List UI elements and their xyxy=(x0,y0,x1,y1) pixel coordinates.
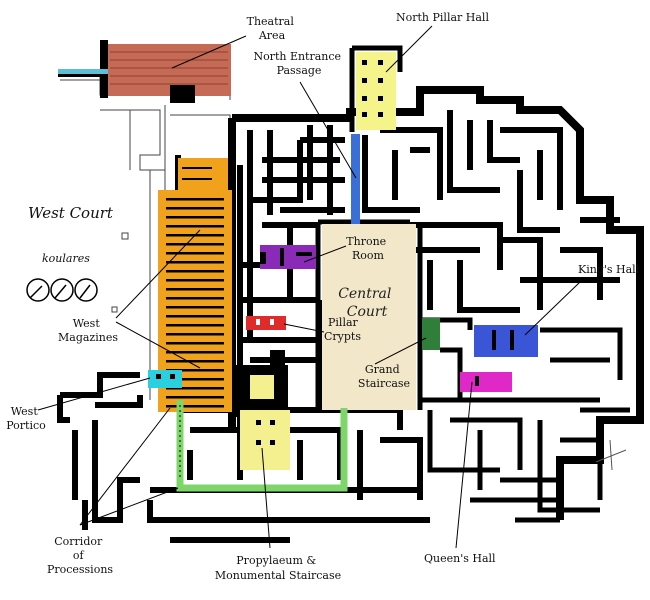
label-north-pillar-hall: North Pillar Hall xyxy=(396,11,489,24)
magazine-divider xyxy=(166,279,224,282)
magazine-divider xyxy=(166,297,224,300)
magazine-divider xyxy=(166,405,224,408)
magazine-divider xyxy=(166,225,224,228)
kings-hall xyxy=(474,325,538,357)
label-west-court: West Court xyxy=(28,204,114,222)
magazine-divider xyxy=(166,261,224,264)
magazine-divider xyxy=(166,324,224,327)
queens-hall xyxy=(460,372,512,392)
label-west-portico: West Portico xyxy=(6,405,46,432)
magazine-divider xyxy=(166,333,224,336)
magazine-divider xyxy=(166,351,224,354)
magazine-divider xyxy=(166,198,224,201)
pillar-crypts xyxy=(246,316,286,330)
grand-staircase xyxy=(422,318,440,350)
propylaeum xyxy=(240,375,290,470)
compass-icon xyxy=(595,439,627,471)
label-koulares: koulares xyxy=(42,252,90,265)
north-pillar-hall xyxy=(349,45,403,132)
magazine-divider xyxy=(166,378,224,381)
magazine-divider xyxy=(166,216,224,219)
magazine-divider xyxy=(166,315,224,318)
label-grand-staircase: Grand Staircase xyxy=(358,363,410,390)
magazine-divider xyxy=(166,252,224,255)
label-central-court: Central Court xyxy=(338,286,396,320)
label-kings-hall: King's Hall xyxy=(578,263,640,276)
label-leaders xyxy=(37,25,581,549)
magazine-divider xyxy=(166,306,224,309)
label-west-magazines: West Magazines xyxy=(58,317,118,344)
corridor-of-processions xyxy=(176,400,348,492)
magazine-divider xyxy=(166,243,224,246)
throne-room xyxy=(260,245,316,269)
label-queens-hall: Queen's Hall xyxy=(424,552,496,565)
label-propylaeum: Propylaeum & Monumental Staircase xyxy=(215,554,341,582)
label-theatral-area: Theatral Area xyxy=(247,15,298,42)
magazine-divider xyxy=(166,360,224,363)
magazine-divider xyxy=(166,207,224,210)
magazine-divider xyxy=(166,387,224,390)
magazine-divider xyxy=(166,369,224,372)
magazine-divider xyxy=(166,288,224,291)
magazine-divider xyxy=(166,342,224,345)
central-court xyxy=(322,224,416,410)
west-portico xyxy=(148,370,182,388)
magazine-divider xyxy=(166,270,224,273)
label-corridor-of-processions: Corridor of Processions xyxy=(47,535,113,576)
label-throne-room: Throne Room xyxy=(346,235,389,262)
theatral-area xyxy=(58,40,231,103)
label-pillar-crypts: Pillar Crypts xyxy=(324,316,361,343)
label-north-entrance-passage: North Entrance Passage xyxy=(253,50,344,77)
magazine-divider xyxy=(166,396,224,399)
koulares-pits xyxy=(26,278,98,302)
north-entrance-passage xyxy=(351,134,360,224)
